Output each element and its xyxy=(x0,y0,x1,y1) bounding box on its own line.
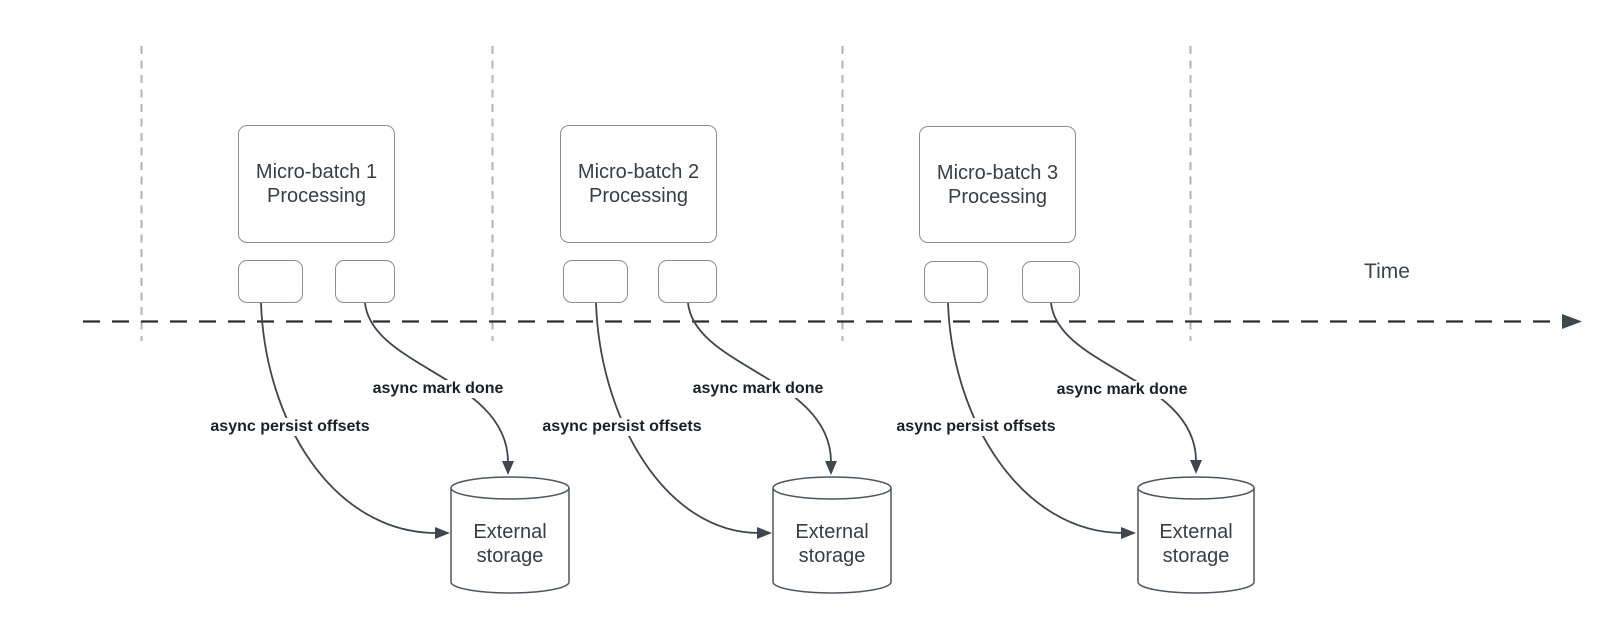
external-storage-label-2: External storage xyxy=(795,521,869,567)
persist-offsets-label-2: async persist offsets xyxy=(539,418,705,436)
persist-offsets-label-3: async persist offsets xyxy=(893,418,1059,436)
persist-offsets-arrow-1 xyxy=(260,302,438,534)
microbatch-1-processing-box: Micro-batch 1 Processing xyxy=(238,125,395,243)
microbatch-2-task-box-a xyxy=(563,260,628,303)
mark-done-label-3: async mark done xyxy=(1053,381,1191,399)
time-label: Time xyxy=(1364,260,1410,283)
persist-offsets-arrowhead-1-icon xyxy=(435,527,450,539)
microbatch-3-processing-box: Micro-batch 3 Processing xyxy=(919,126,1076,243)
mark-done-arrowhead-1-icon xyxy=(502,461,514,475)
external-storage-cylinder-2 xyxy=(772,476,892,594)
timeline-arrowhead-icon xyxy=(1562,314,1582,329)
mark-done-label-1: async mark done xyxy=(369,380,507,398)
microbatch-1-task-box-a xyxy=(238,260,303,303)
external-storage-label-3: External storage xyxy=(1159,521,1233,567)
microbatch-3-task-box-a xyxy=(924,261,988,303)
persist-offsets-arrow-3 xyxy=(947,302,1124,534)
microbatch-2-task-box-b xyxy=(658,260,717,303)
mark-done-arrow-1 xyxy=(364,302,509,463)
microbatch-3-processing-label: Micro-batch 3 Processing xyxy=(936,161,1059,208)
mark-done-label-2: async mark done xyxy=(689,380,827,398)
external-storage-cylinder-1 xyxy=(450,476,570,594)
persist-offsets-arrowhead-2-icon xyxy=(757,527,772,539)
persist-offsets-arrowhead-3-icon xyxy=(1121,527,1136,539)
external-storage-cylinder-3 xyxy=(1137,476,1255,594)
mark-done-arrowhead-3-icon xyxy=(1190,460,1202,474)
persist-offsets-arrow-2 xyxy=(595,302,760,534)
microbatch-3-task-box-b xyxy=(1022,261,1080,303)
mark-done-arrow-3 xyxy=(1050,302,1197,462)
microbatch-2-processing-label: Micro-batch 2 Processing xyxy=(577,161,700,207)
persist-offsets-label-1: async persist offsets xyxy=(207,418,373,436)
microbatch-2-processing-box: Micro-batch 2 Processing xyxy=(560,125,717,243)
external-storage-label-1: External storage xyxy=(473,521,547,567)
microbatch-1-task-box-b xyxy=(335,260,395,303)
microbatch-1-processing-label: Micro-batch 1 Processing xyxy=(255,161,378,207)
mark-done-arrowhead-2-icon xyxy=(825,461,837,475)
mark-done-arrow-2 xyxy=(687,302,832,463)
